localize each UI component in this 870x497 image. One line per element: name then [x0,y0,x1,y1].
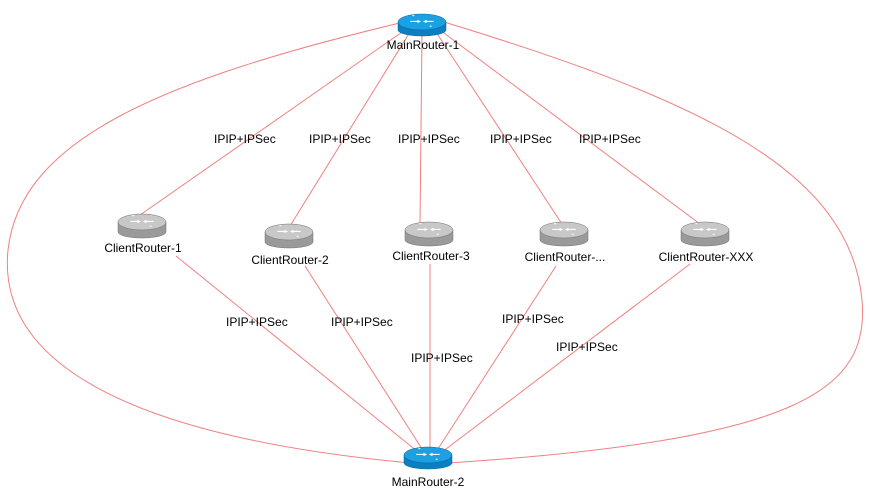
link-label-client3-main2: IPIP+IPSec [411,351,473,365]
node-label-client-router-1: ClientRouter-1 [104,241,182,255]
link-label-client2-main2: IPIP+IPSec [331,315,393,329]
link-label-client4-main2: IPIP+IPSec [502,312,564,326]
link-main1-client4 [435,31,563,225]
link-label-main1-client3: IPIP+IPSec [398,132,460,146]
link-main1-client2 [289,31,411,227]
node-client-router-1[interactable]: ClientRouter-1 [104,213,182,255]
node-main-router-2[interactable]: MainRouter-2 [392,446,465,489]
node-label-client-router-5: ClientRouter-XXX [659,250,754,264]
router-icon [404,221,454,247]
node-label-main-router-1: MainRouter-1 [387,38,460,52]
link-client2-main2 [304,265,425,453]
router-icon [397,13,447,37]
link-client1-main2 [175,255,419,453]
router-icon [264,223,314,249]
links [6,21,864,464]
router-icon [680,221,730,247]
link-label-main1-client4: IPIP+IPSec [490,132,552,146]
link-label-client5-main2: IPIP+IPSec [556,340,618,354]
link-main1-client5 [439,29,701,225]
link-main1-main2-right [443,21,864,464]
node-label-client-router-3: ClientRouter-3 [392,249,470,263]
node-label-main-router-2: MainRouter-2 [392,475,465,489]
node-label-client-router-4: ClientRouter-... [525,250,606,264]
node-label-client-router-2: ClientRouter-2 [251,253,329,267]
node-client-router-5[interactable]: ClientRouter-XXX [659,221,754,264]
link-label-client1-main2: IPIP+IPSec [226,315,288,329]
link-client4-main2 [435,265,557,453]
link-labels: IPIP+IPSec IPIP+IPSec IPIP+IPSec IPIP+IP… [214,132,641,365]
node-client-router-2[interactable]: ClientRouter-2 [251,223,329,267]
link-main1-main2-left [6,21,411,464]
link-label-main1-client2: IPIP+IPSec [309,132,371,146]
link-label-main1-client1: IPIP+IPSec [214,132,276,146]
link-main1-client1 [139,29,406,216]
node-main-router-1[interactable]: MainRouter-1 [387,13,460,52]
link-main1-client3 [419,31,423,225]
router-icon [403,446,453,470]
router-icon [117,213,167,239]
link-client5-main2 [441,263,691,453]
router-icon [539,221,589,247]
node-client-router-4[interactable]: ClientRouter-... [525,221,606,264]
link-label-main1-client5: IPIP+IPSec [579,132,641,146]
node-client-router-3[interactable]: ClientRouter-3 [392,221,470,263]
